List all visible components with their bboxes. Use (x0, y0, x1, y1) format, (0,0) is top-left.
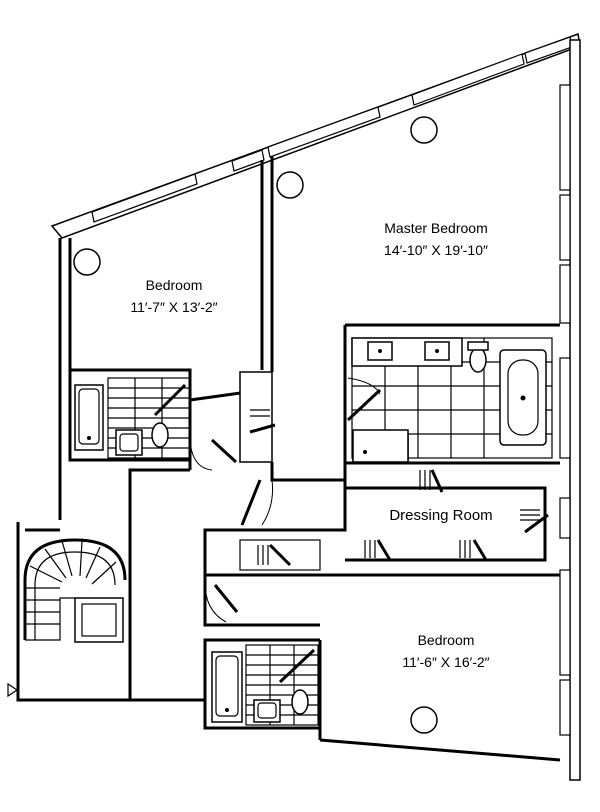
bedroom-2-size: 11′-6″ X 16′-2″ (402, 654, 489, 670)
east-facade-wall (569, 39, 581, 781)
bath-2 (211, 644, 319, 726)
bedroom-1-size: 11′-7″ X 13′-2″ (130, 299, 217, 315)
closet-rod-strokes (249, 423, 549, 567)
master-bedroom-size: 14′-10″ X 19′-10″ (384, 242, 488, 258)
closet-rods (250, 409, 540, 565)
bath-1 (74, 377, 191, 459)
dressing-room-name: Dressing Room (389, 507, 492, 524)
column-circle-icon (73, 248, 101, 276)
master-bedroom-name: Master Bedroom (384, 220, 487, 236)
bedroom-2-name: Bedroom (418, 632, 475, 648)
north-windows (91, 36, 573, 223)
doors (189, 377, 382, 623)
triangle-arrow-icon (7, 682, 19, 698)
room-labels: Bedroom 11′-7″ X 13′-2″ Master Bedroom 1… (130, 220, 492, 670)
east-windows (559, 84, 571, 736)
columns (73, 116, 438, 734)
column-circle-icon (276, 171, 304, 199)
master-bath (351, 337, 553, 463)
column-circle-icon (410, 706, 438, 734)
bedroom-1-name: Bedroom (146, 277, 203, 293)
column-circle-icon (410, 116, 438, 144)
exterior-walls (50, 32, 581, 781)
stair (23, 538, 127, 643)
